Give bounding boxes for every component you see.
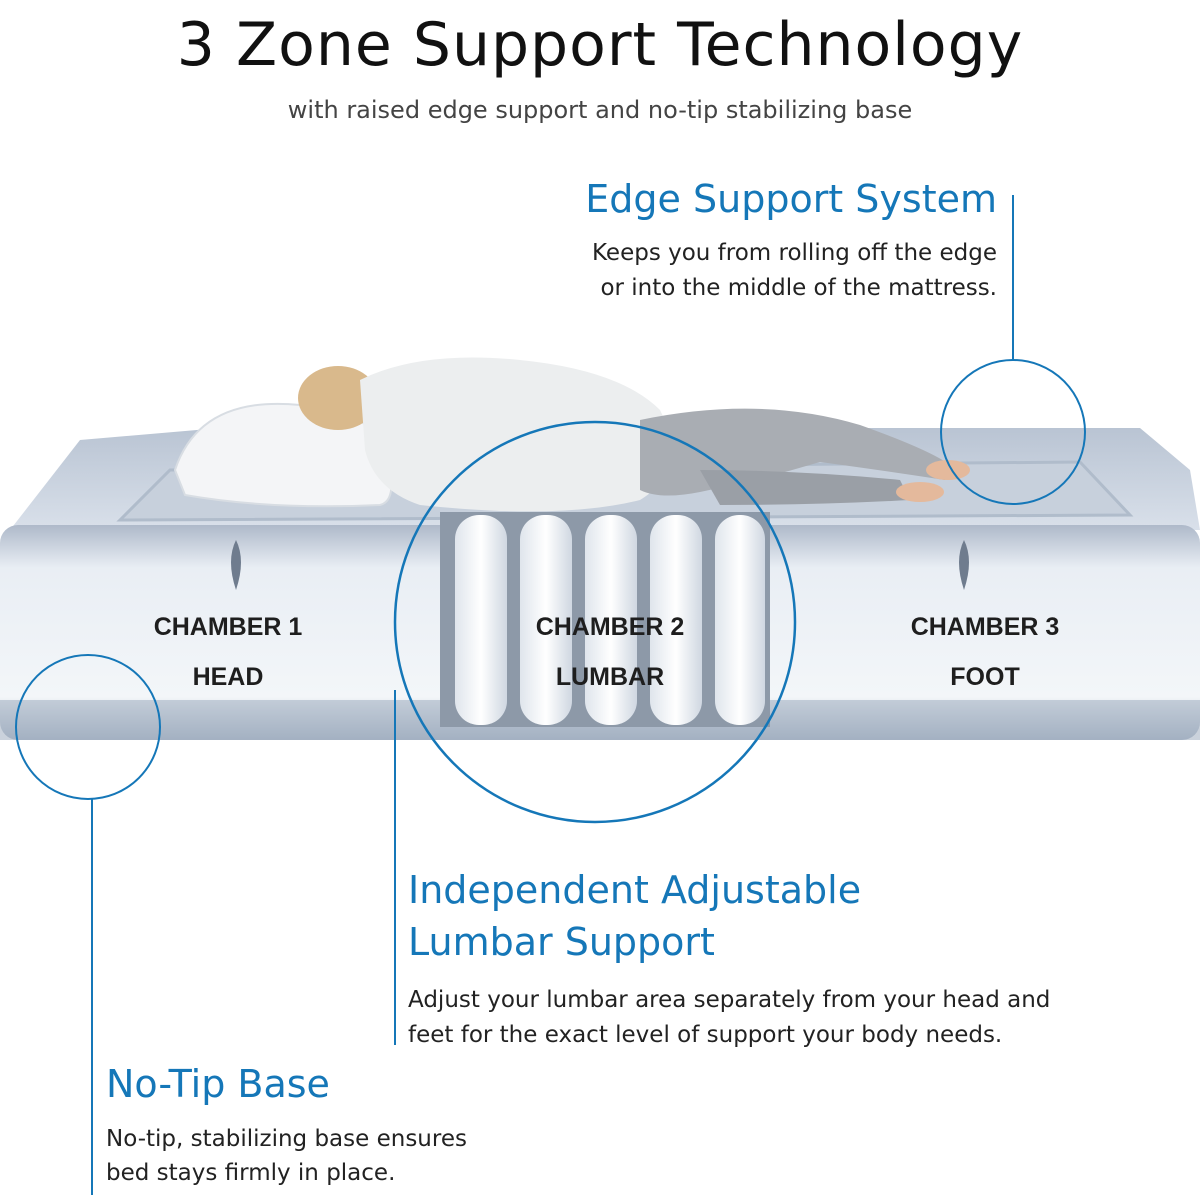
chamber-1-name: CHAMBER 1 xyxy=(153,613,303,641)
chamber-3-zone: FOOT xyxy=(950,663,1020,691)
no-tip-base-line2: bed stays firmly in place. xyxy=(106,1160,396,1186)
chamber-1-label: CHAMBER 1 HEAD xyxy=(118,602,338,702)
lumbar-title-line1: Independent Adjustable xyxy=(408,868,862,912)
edge-support-title: Edge Support System xyxy=(585,177,997,221)
lumbar-title-line2: Lumbar Support xyxy=(408,920,715,964)
edge-support-line2: or into the middle of the mattress. xyxy=(600,275,997,301)
chamber-1-zone: HEAD xyxy=(192,663,264,691)
page-title: 3 Zone Support Technology xyxy=(176,10,1024,80)
no-tip-base-title: No-Tip Base xyxy=(106,1062,330,1106)
page-subtitle: with raised edge support and no-tip stab… xyxy=(287,96,913,124)
lumbar-callout-circle xyxy=(393,420,797,824)
lumbar-text-line1: Adjust your lumbar area separately from … xyxy=(408,987,1051,1013)
lumbar-text-line2: feet for the exact level of support your… xyxy=(408,1022,1003,1048)
person-illustration xyxy=(298,357,970,512)
chamber-2-label: CHAMBER 2 LUMBAR xyxy=(500,602,720,702)
chamber-3-label: CHAMBER 3 FOOT xyxy=(875,602,1095,702)
chamber-3-name: CHAMBER 3 xyxy=(910,613,1060,641)
no-tip-base-line1: No-tip, stabilizing base ensures xyxy=(106,1126,467,1152)
chamber-2-zone: LUMBAR xyxy=(555,663,665,691)
edge-support-line1: Keeps you from rolling off the edge xyxy=(591,240,997,266)
chamber-2-name: CHAMBER 2 xyxy=(535,613,685,641)
base-callout-circle xyxy=(15,654,161,800)
lumbar-coils xyxy=(440,512,770,727)
